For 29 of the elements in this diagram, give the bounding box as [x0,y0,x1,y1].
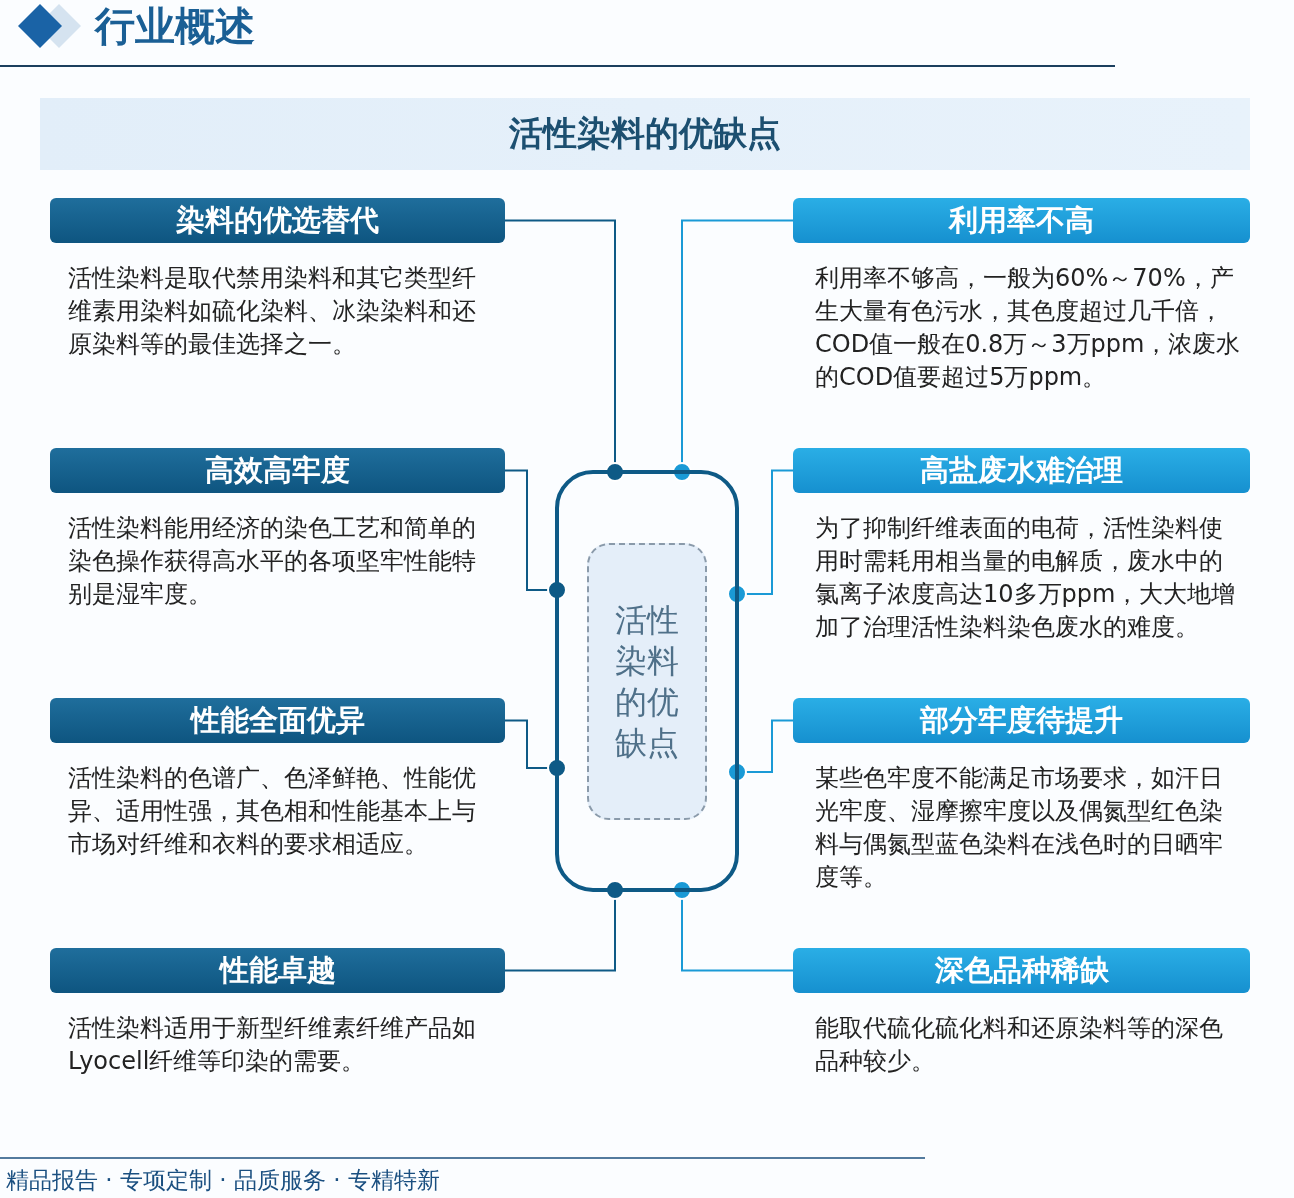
connector [672,219,794,482]
description-text: 活性染料的色谱广、色泽鲜艳、性能优异、适用性强，其色相和性能基本上与市场对纤维和衣料的要求相适应。 [68,763,477,860]
section-heading: 行业概述 [95,2,255,51]
description-text: 活性染料适用于新型纤维素纤维产品如Lyocell纤维等印染的需要。 [68,1013,477,1077]
heading-bar: 深色品种稀缺 [793,948,1250,993]
heading-bar: 利用率不高 [793,198,1250,243]
description-text: 某些色牢度不能满足市场要求，如汗日光牢度、湿摩擦牢度以及偶氮型红色染料与偶氮型蓝色染料在浅色时的日晒牢度等。 [815,763,1224,893]
description-text: 能取代硫化硫化料和还原染料等的深色品种较少。 [815,1013,1224,1077]
heading-bar: 性能全面优异 [50,698,505,743]
center-label-box: 活性染料的优缺点 [587,543,707,820]
connector [504,219,625,482]
heading-bar: 部分牢度待提升 [793,698,1250,743]
footer-slogan: 精品报告 · 专项定制 · 品质服务 · 专精特新 [6,1166,440,1195]
title-banner: 活性染料的优缺点 [40,98,1250,170]
connector [504,469,567,600]
heading-bar: 性能卓越 [50,948,505,993]
connector [504,719,567,778]
description-text: 为了抑制纤维表面的电荷，活性染料使用时需耗用相当量的电解质，废水中的氯离子浓度高达10多万ppm，大大地增加了治理活性染料染色废水的难度。 [815,513,1237,643]
connector [727,719,794,782]
rounded-frame [557,472,737,890]
heading-bar: 高盐废水难治理 [793,448,1250,493]
connector [727,469,794,604]
heading-bar: 高效高牢度 [50,448,505,493]
description-text: 利用率不够高，一般为60%～70%，产生大量有色污水，其色度超过几千倍，COD值一般在0.8万～3万ppm，浓废水的COD值要超过5万ppm。 [815,263,1242,393]
description-text: 活性染料能用经济的染色工艺和简单的染色操作获得高水平的各项坚牢性能特别是湿牢度。 [68,513,477,610]
heading-bar: 染料的优选替代 [50,198,505,243]
connector [504,880,625,972]
description-text: 活性染料是取代禁用染料和其它类型纤维素用染料如硫化染料、冰染染料和还原染料等的最佳选择之一。 [68,263,477,360]
connector [672,880,794,972]
